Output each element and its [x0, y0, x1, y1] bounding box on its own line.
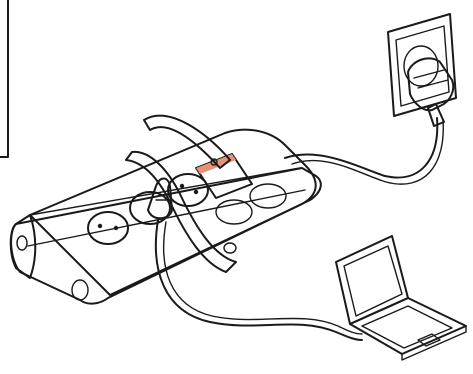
laptop-cable [156, 220, 362, 340]
laptop-icon [336, 236, 466, 360]
strap-band [126, 152, 236, 272]
wall-socket-icon [388, 14, 456, 116]
outlet-5 [250, 184, 286, 208]
frame-edge [0, 0, 8, 157]
outlet-4 [216, 200, 252, 224]
outlet-1 [88, 212, 128, 244]
power-switch-icon [196, 154, 252, 198]
